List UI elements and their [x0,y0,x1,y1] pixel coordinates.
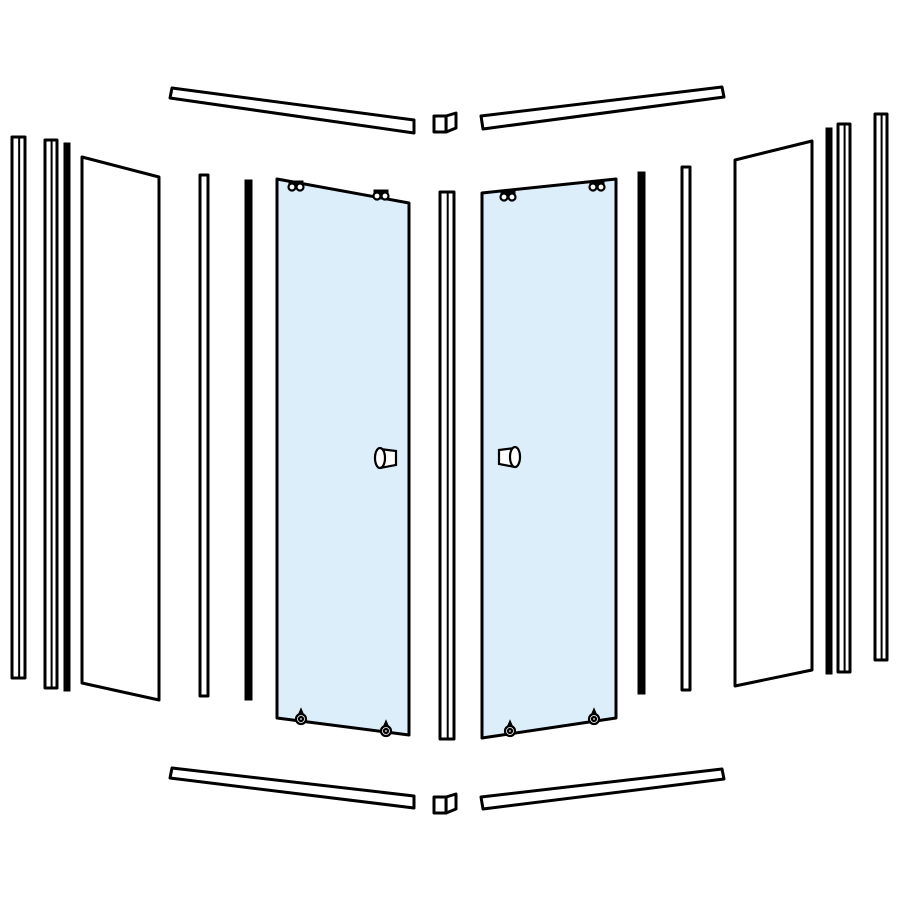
top-hanger-icon [588,180,606,192]
door-profile-left [198,173,210,698]
center-profile [438,190,456,741]
glass-door-panel [275,177,411,737]
seal-right-2 [637,171,646,695]
bottom-roller-icon [294,707,308,726]
wall-profile-right-outer [873,112,889,662]
wall-profile-left-inner [43,138,59,690]
top-hanger-icon [499,190,517,202]
bottom-corner-connector [432,792,458,815]
seal-left-2 [244,179,253,701]
top-hanger-icon [287,180,305,192]
top-rail-left [168,86,416,135]
glass-door-panel [480,177,618,740]
sliding-door-left [275,177,411,737]
seal-right-1 [825,127,833,675]
sliding-door-right [480,177,618,740]
door-knob-icon [373,446,398,470]
bottom-rail-left [168,766,416,810]
bottom-roller-icon [587,707,601,726]
bottom-roller-icon [379,719,393,738]
fixed-panel-left [80,155,161,702]
top-rail-right [479,85,726,131]
bottom-rail-right [479,767,726,811]
top-hanger-icon [372,189,390,201]
seal-left-1 [63,142,71,692]
door-knob-icon [497,445,522,469]
top-corner-connector [432,111,458,134]
wall-profile-left-outer [10,135,27,680]
fixed-panel-right [733,139,814,688]
bottom-roller-icon [503,719,517,738]
door-profile-right [680,165,692,692]
wall-profile-right-inner [836,122,852,674]
